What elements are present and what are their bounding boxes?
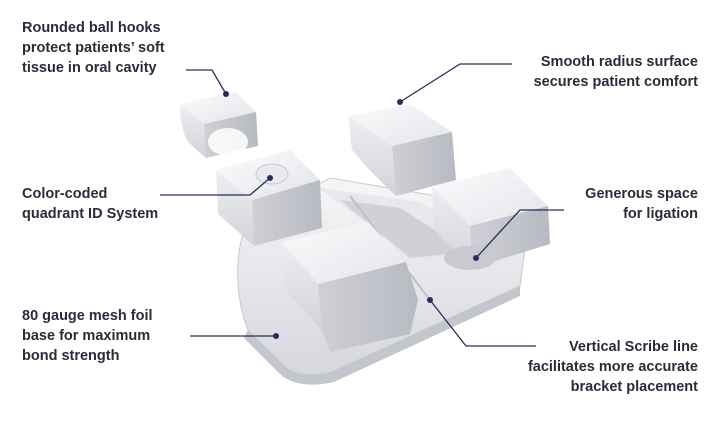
leader-radius-surface	[400, 64, 512, 102]
callout-dot-icon	[267, 175, 273, 181]
ball-hook-notch	[208, 128, 248, 156]
callout-quadrant-id: Color-coded quadrant ID System	[22, 184, 158, 224]
callout-dot-icon	[273, 333, 279, 339]
callout-dot-icon	[397, 99, 403, 105]
callout-dot-icon	[427, 297, 433, 303]
callout-dot-icon	[473, 255, 479, 261]
callout-scribe-line: Vertical Scribe line facilitates more ac…	[528, 337, 698, 397]
callout-ball-hooks: Rounded ball hooks protect patients’ sof…	[22, 18, 165, 78]
quadrant-id-dot	[256, 164, 288, 184]
callout-mesh-base: 80 gauge mesh foil base for maximum bond…	[22, 306, 153, 366]
callout-dot-icon	[223, 91, 229, 97]
callout-ligation-space: Generous space for ligation	[585, 184, 698, 224]
callout-radius-surface: Smooth radius surface secures patient co…	[534, 52, 698, 92]
ligation-undercut	[444, 246, 496, 270]
leader-ball-hooks	[186, 70, 226, 94]
